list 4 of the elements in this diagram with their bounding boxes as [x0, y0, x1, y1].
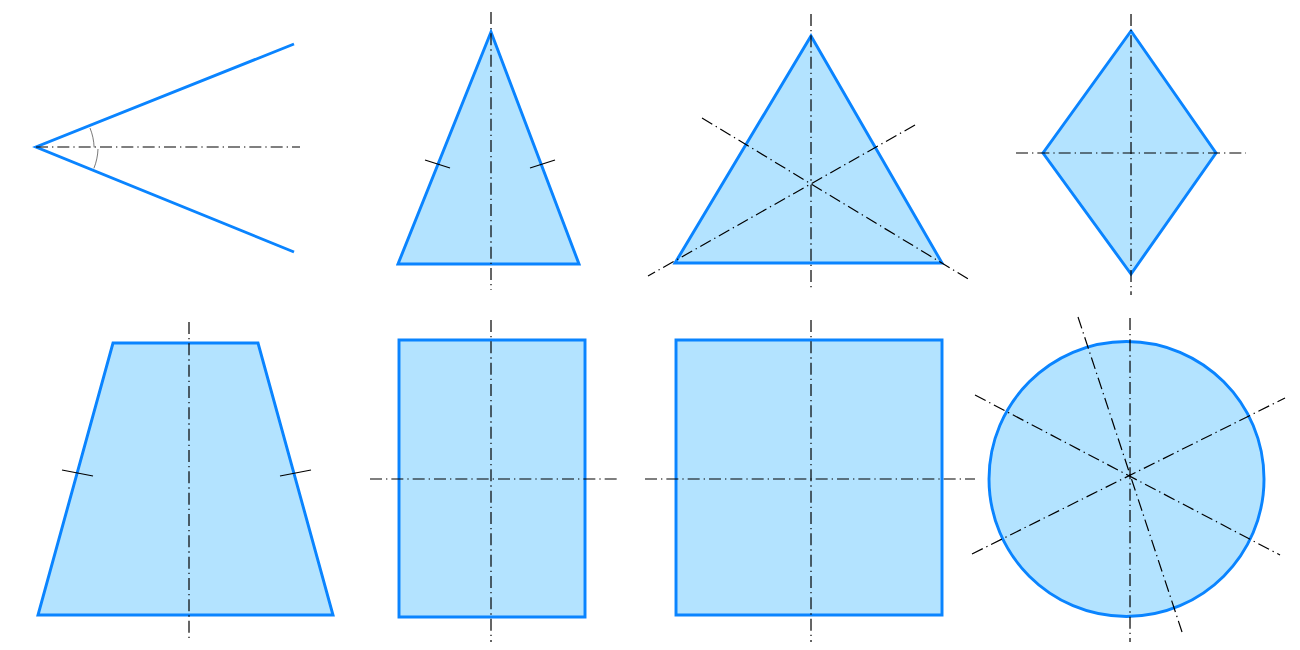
- circle-shape: [987, 340, 1266, 618]
- trapezoid-shape: [36, 341, 335, 617]
- rectangle-shape: [674, 338, 944, 617]
- rectangle-shape: [397, 338, 587, 619]
